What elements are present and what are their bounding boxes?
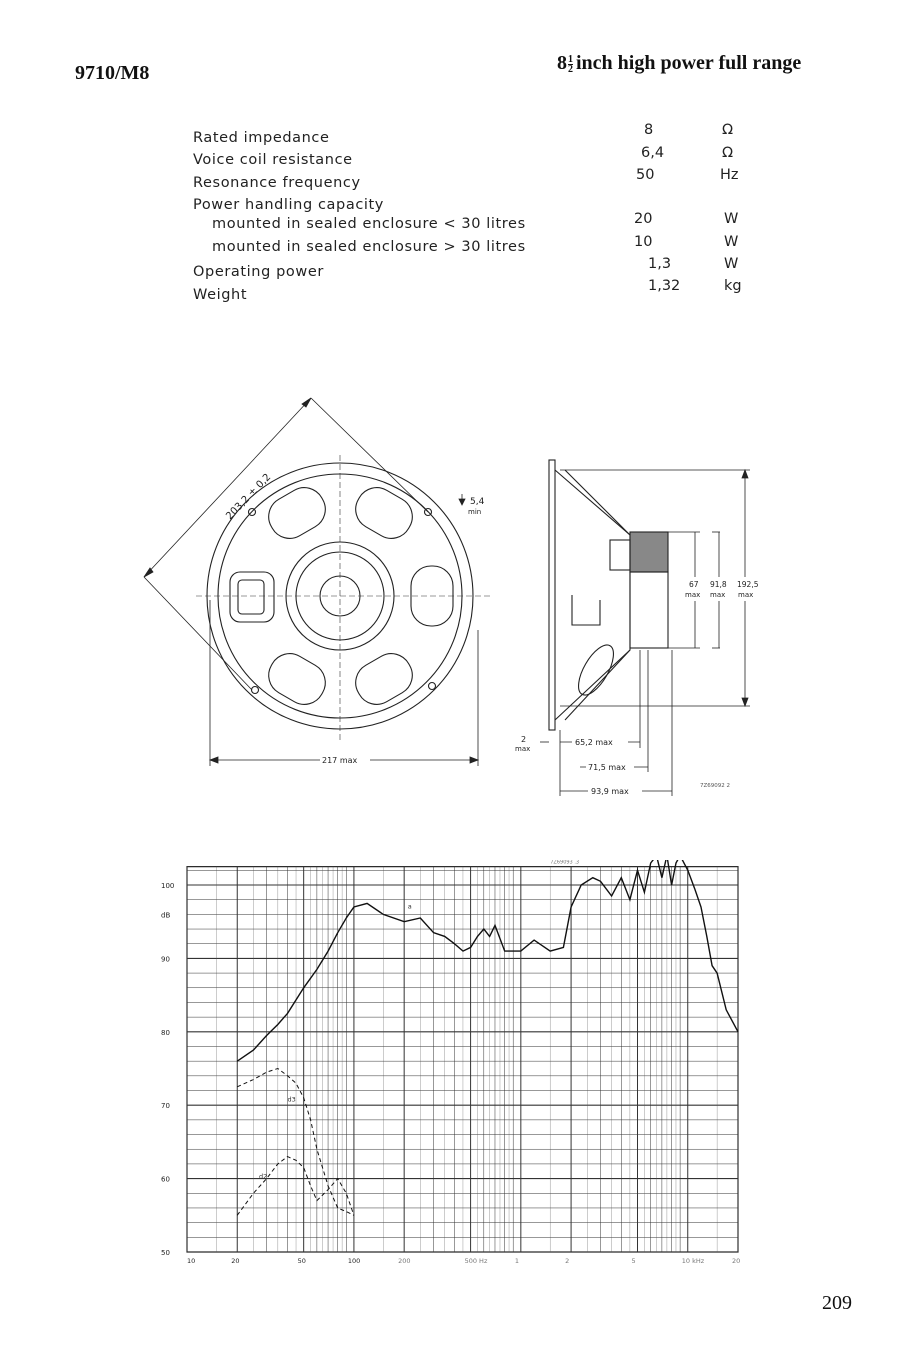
max-note: max [738,591,753,599]
label-bg [572,736,628,748]
spec-value: 1,3 [648,256,672,272]
spec-label: Rated impedance [193,130,330,146]
y-axis-label: dB [161,911,170,919]
max-note: max [710,591,725,599]
spec-value: 20 [634,211,653,227]
spec-value: 8 [644,122,654,138]
series-label: d3 [287,1096,295,1104]
lip-note: max [515,745,530,753]
y-tick-label: 90 [161,955,170,963]
spec-label: Voice coil resistance [193,152,353,168]
x-tick-label: 10 kHz [682,1257,705,1265]
spec-label: Weight [193,287,248,303]
chart-frame [186,866,739,1253]
chart-marks: 100 90 80 70 60 50 dB 10 20 50 100 200 500 Hz 1 2 5 10 k… [161,860,740,1265]
x-tick-label: 500 Hz [465,1257,488,1265]
max-note: max [685,591,700,599]
front-dimensions [143,397,480,766]
label-bg [588,785,642,797]
spec-value: 1,32 [648,278,681,294]
spec-label: Resonance frequency [193,175,361,191]
spec-label: mounted in sealed enclosure > 30 litres [212,239,526,255]
label-bg [686,577,766,601]
spec-label: Operating power [193,264,324,280]
x-tick-label: 50 [298,1257,306,1265]
chart-reference: 7Z69093 .3 [550,860,579,866]
title-whole: 8 [557,52,567,74]
title-rest: inch high power full range [576,52,802,74]
frequency-response-chart: 100 90 80 70 60 50 dB 10 20 50 100 200 500 Hz 1 2 5 10 k… [161,860,740,1265]
spec-label: mounted in sealed enclosure < 30 litres [212,216,526,232]
series-label: a [408,902,412,910]
label-bg [320,753,370,765]
side-dimensions [540,468,750,796]
series-label: d2 [259,1173,267,1181]
series-line-a [236,860,739,1062]
x-tick-label: 100 [348,1257,360,1265]
spec-unit: W [724,256,739,272]
lip-dimension: 2 [521,735,526,744]
y-tick-label: 100 [161,882,174,890]
outer-dimension: 192,5 [737,580,759,589]
spec-value: 50 [636,167,655,183]
mid-dimension: 91,8 [710,580,727,589]
speaker-drawing: 203,2 ± 0,2 5,4 min 217 max 67 91,8 192,… [143,397,766,797]
mount-depth-note: min [468,508,481,516]
series-line-d2 [236,1156,355,1216]
depth-b-label: 71,5 max [588,763,626,772]
x-tick-label: 1 [515,1257,519,1265]
spec-unit: W [724,234,739,250]
spec-value: 10 [634,234,653,250]
x-tick-label: 10 [187,1257,195,1265]
y-tick-label: 70 [161,1102,170,1110]
y-tick-label: 80 [161,1029,170,1037]
mount-depth-label: 5,4 [470,497,485,507]
depth-a-label: 65,2 max [575,738,613,747]
spec-label: Power handling capacity [193,197,384,213]
x-tick-label: 20 [231,1257,239,1265]
depth-c-label: 93,9 max [591,787,629,796]
drawing-reference: 7Z69092 2 [700,783,730,789]
spec-unit: Ω [722,145,734,161]
y-tick-label: 50 [161,1249,170,1257]
spec-unit: W [724,211,739,227]
center-lines [196,455,490,740]
front-width-label: 217 max [322,756,358,765]
spec-unit: kg [724,278,742,294]
side-view [548,459,669,731]
model-number: 9710/M8 [75,62,150,84]
label-bg [586,761,634,773]
series-line-d3 [236,1067,355,1216]
spec-unit: Ω [722,122,734,138]
spec-value: 6,4 [641,145,665,161]
x-tick-label: 5 [632,1257,636,1265]
y-tick-label: 60 [161,1176,170,1184]
magnet-dimension: 67 [689,580,699,589]
chart-grid [186,866,739,1253]
page-number: 209 [822,1292,852,1314]
x-tick-label: 2 [565,1257,569,1265]
x-tick-label: 200 [398,1257,410,1265]
spec-unit: Hz [720,167,739,183]
x-tick-label: 20 [732,1257,740,1265]
